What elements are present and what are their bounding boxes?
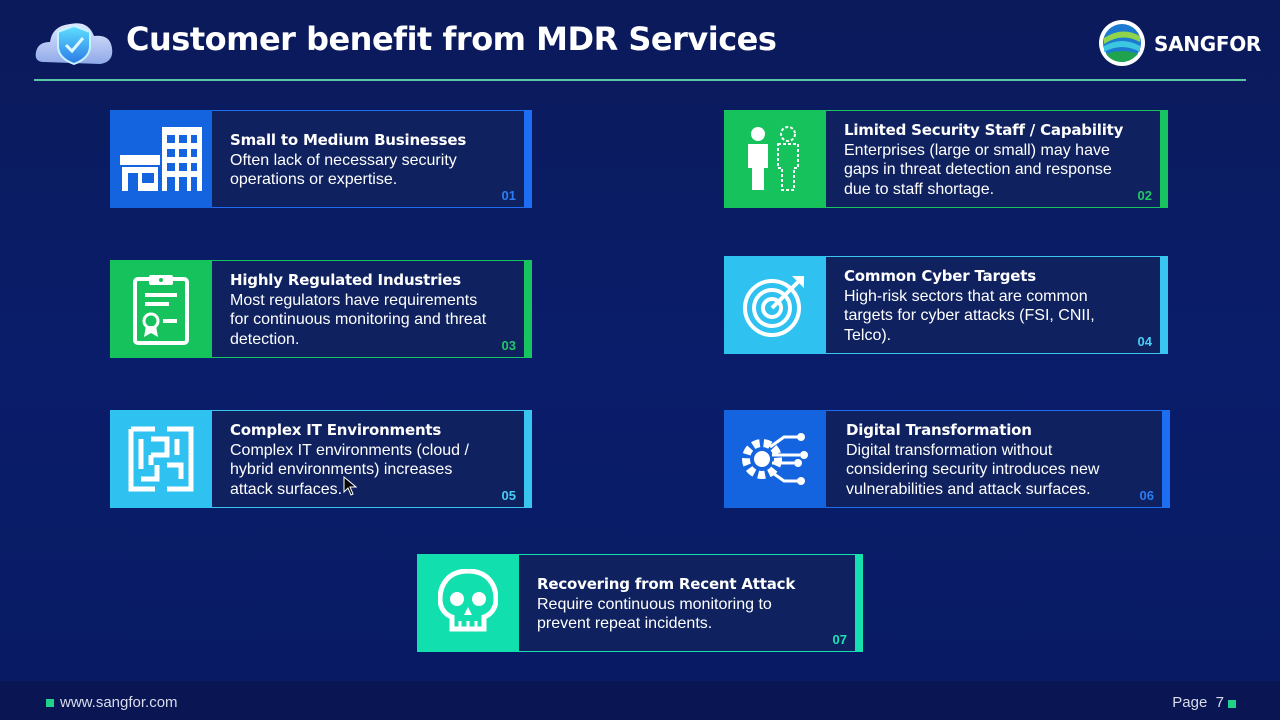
- card-accent-bar: [855, 554, 863, 652]
- footer-url[interactable]: www.sangfor.com: [60, 694, 178, 711]
- benefit-card: Common Cyber Targets High-risk sectors t…: [724, 256, 1168, 354]
- card-number: 07: [832, 632, 847, 647]
- card-number: 02: [1137, 188, 1152, 203]
- card-accent-bar: [524, 410, 532, 508]
- card-heading: Limited Security Staff / Capability: [844, 121, 1124, 139]
- card-body: Digital transformation without consideri…: [846, 441, 1100, 498]
- benefit-card: Limited Security Staff / Capability Ente…: [724, 110, 1168, 208]
- footer: www.sangfor.com Page 7: [0, 681, 1280, 720]
- benefit-card: Recovering from Recent Attack Require co…: [417, 554, 863, 652]
- card-number: 05: [501, 488, 516, 503]
- benefit-card: Highly Regulated Industries Most regulat…: [110, 260, 532, 358]
- card-heading: Highly Regulated Industries: [230, 271, 461, 289]
- card-number: 01: [501, 188, 516, 203]
- footer-bullet-icon: [46, 698, 54, 707]
- maze-icon: [110, 410, 212, 508]
- brand-name: SANGFOR: [1154, 32, 1262, 56]
- card-accent-bar: [524, 260, 532, 358]
- card-accent-bar: [524, 110, 532, 208]
- card-accent-bar: [1160, 256, 1168, 354]
- skull-icon: [417, 554, 519, 652]
- clipboard-certificate-icon: [110, 260, 212, 358]
- benefit-card: Complex IT Environments Complex IT envir…: [110, 410, 532, 508]
- card-number: 04: [1137, 334, 1152, 349]
- target-icon: [724, 256, 826, 354]
- benefit-card: Digital Transformation Digital transform…: [724, 410, 1170, 508]
- gear-circuit-icon: [724, 410, 826, 508]
- store-building-icon: [110, 110, 212, 208]
- card-body: Most regulators have requirements for co…: [230, 291, 487, 348]
- footer-bullet-icon: [1228, 700, 1236, 708]
- header-divider: [34, 79, 1246, 81]
- card-body: Require continuous monitoring to prevent…: [537, 595, 772, 633]
- benefit-card: Small to Medium Businesses Often lack of…: [110, 110, 532, 208]
- page-number: Page 7: [1172, 694, 1224, 711]
- card-number: 03: [501, 338, 516, 353]
- cloud-shield-logo: [34, 12, 116, 74]
- card-body: High-risk sectors that are common target…: [844, 287, 1095, 344]
- page-title: Customer benefit from MDR Services: [126, 20, 777, 58]
- card-accent-bar: [1160, 110, 1168, 208]
- card-heading: Complex IT Environments: [230, 421, 442, 439]
- card-number: 06: [1139, 488, 1154, 503]
- card-body: Complex IT environments (cloud / hybrid …: [230, 441, 469, 498]
- card-heading: Recovering from Recent Attack: [537, 575, 796, 593]
- card-accent-bar: [1162, 410, 1170, 508]
- card-body: Often lack of necessary security operati…: [230, 151, 457, 189]
- person-outline-icon: [724, 110, 826, 208]
- card-heading: Common Cyber Targets: [844, 267, 1036, 285]
- mouse-cursor-icon: [343, 475, 358, 501]
- card-body: Enterprises (large or small) may have ga…: [844, 141, 1112, 198]
- sangfor-logo: SANGFOR: [1096, 18, 1261, 68]
- card-heading: Digital Transformation: [846, 421, 1032, 439]
- card-heading: Small to Medium Businesses: [230, 131, 467, 149]
